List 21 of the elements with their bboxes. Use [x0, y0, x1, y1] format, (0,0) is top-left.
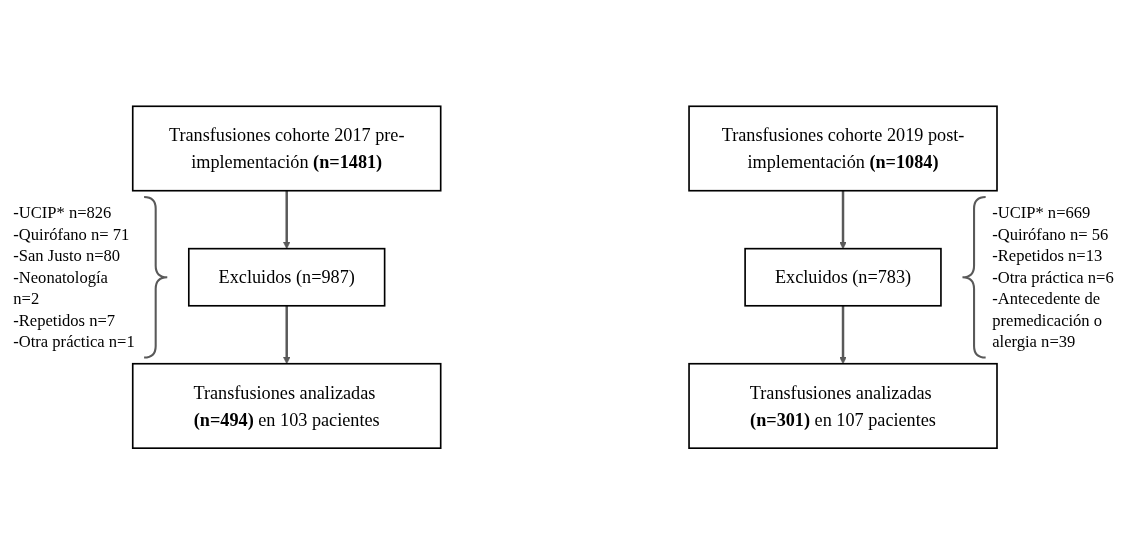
node-box: Excluidos (n=783) — [744, 247, 942, 307]
exclusion-item: -UCIP* n=826 — [13, 202, 112, 222]
arrow — [839, 305, 847, 364]
exclusion-item: -Quirófano n= 71 — [13, 224, 130, 244]
exclusion-item: -Repetidos n=7 — [13, 310, 115, 330]
exclusion-item: -UCIP* n=669 — [992, 202, 1091, 222]
node-box: Transfusiones cohorte 2019 post-implementación (n=1084) — [688, 105, 998, 192]
exclusion-item: -Otra práctica n=1 — [13, 331, 135, 351]
arrow — [283, 190, 291, 249]
exclusion-item: -San Justo n=80 — [13, 245, 121, 265]
arrow — [283, 305, 291, 364]
arrow — [839, 190, 847, 249]
node-box: Transfusiones cohorte 2017 pre-implementación (n=1481) — [131, 105, 442, 192]
exclusion-item: -Repetidos n=13 — [992, 245, 1103, 265]
node-box: Excluidos (n=987) — [187, 247, 386, 307]
node-box: Transfusiones analizadas (n=301) en 107 pacientes — [688, 362, 998, 449]
exclusion-item: -Quirófano n= 56 — [992, 224, 1109, 244]
node-box: Transfusiones analizadas (n=494) en 103 pacientes — [131, 362, 442, 449]
exclusion-item: -Antecedente de premedicación o alergia n=39 — [992, 288, 1103, 351]
exclusion-item: -Neonatología n=2 — [13, 267, 108, 308]
exclusion-item: -Otra práctica n=6 — [992, 267, 1114, 287]
